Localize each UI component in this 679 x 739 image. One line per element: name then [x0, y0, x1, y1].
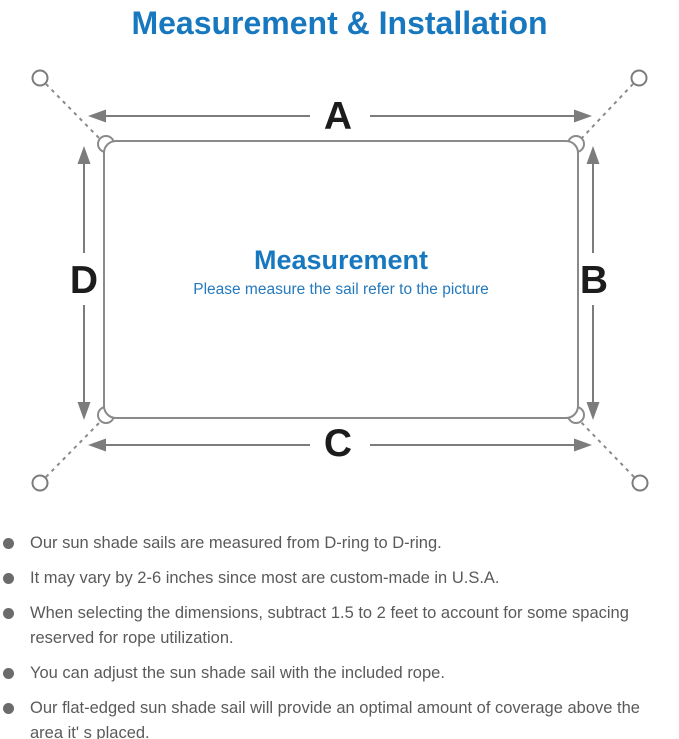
- diagram-center-subtitle: Please measure the sail refer to the pic…: [193, 281, 489, 298]
- anchor-ring-icon-bottom-left: [31, 474, 49, 492]
- note-text: It may vary by 2-6 inches since most are…: [30, 569, 500, 587]
- arrow-left-icon: [88, 109, 106, 123]
- page-title: Measurement & Installation: [131, 5, 548, 41]
- arrow-left-icon: [88, 438, 106, 452]
- note-text: When selecting the dimensions, subtract …: [30, 604, 629, 647]
- dimension-label-d: D: [70, 259, 98, 302]
- arrow-down-icon: [586, 402, 600, 420]
- bullet-icon: [3, 538, 14, 549]
- bullet-icon: [3, 608, 14, 619]
- note-text: Our sun shade sails are measured from D-…: [30, 534, 442, 552]
- arrow-up-icon: [77, 146, 91, 164]
- diagram-center-title: Measurement: [254, 245, 428, 275]
- rope-line-top-left: [45, 83, 102, 141]
- note-text: Our flat-edged sun shade sail will provi…: [30, 699, 640, 739]
- rope-line-top-right: [579, 83, 634, 141]
- anchor-ring-icon-bottom-right: [631, 474, 649, 492]
- list-item: When selecting the dimensions, subtract …: [0, 601, 670, 651]
- dimension-label-a: A: [324, 95, 352, 138]
- dimension-label-b: B: [580, 259, 608, 302]
- bullet-icon: [3, 573, 14, 584]
- dimension-label-c: C: [324, 422, 352, 465]
- arrow-up-icon: [586, 146, 600, 164]
- sail-outline: [103, 140, 579, 419]
- arrow-right-icon: [574, 109, 592, 123]
- measurement-diagram: A B C D Measurement Please measure the s…: [0, 55, 679, 525]
- rope-line-bottom-right: [579, 420, 635, 478]
- arrow-down-icon: [77, 402, 91, 420]
- list-item: You can adjust the sun shade sail with t…: [0, 661, 670, 686]
- anchor-ring-icon-top-left: [31, 69, 49, 87]
- arrow-right-icon: [574, 438, 592, 452]
- rope-line-bottom-left: [45, 420, 102, 478]
- anchor-ring-icon-top-right: [630, 69, 648, 87]
- list-item: Our flat-edged sun shade sail will provi…: [0, 696, 670, 739]
- list-item: It may vary by 2-6 inches since most are…: [0, 566, 670, 591]
- notes-list: Our sun shade sails are measured from D-…: [0, 531, 679, 739]
- list-item: Our sun shade sails are measured from D-…: [0, 531, 670, 556]
- bullet-icon: [3, 703, 14, 714]
- note-text: You can adjust the sun shade sail with t…: [30, 664, 445, 682]
- bullet-icon: [3, 668, 14, 679]
